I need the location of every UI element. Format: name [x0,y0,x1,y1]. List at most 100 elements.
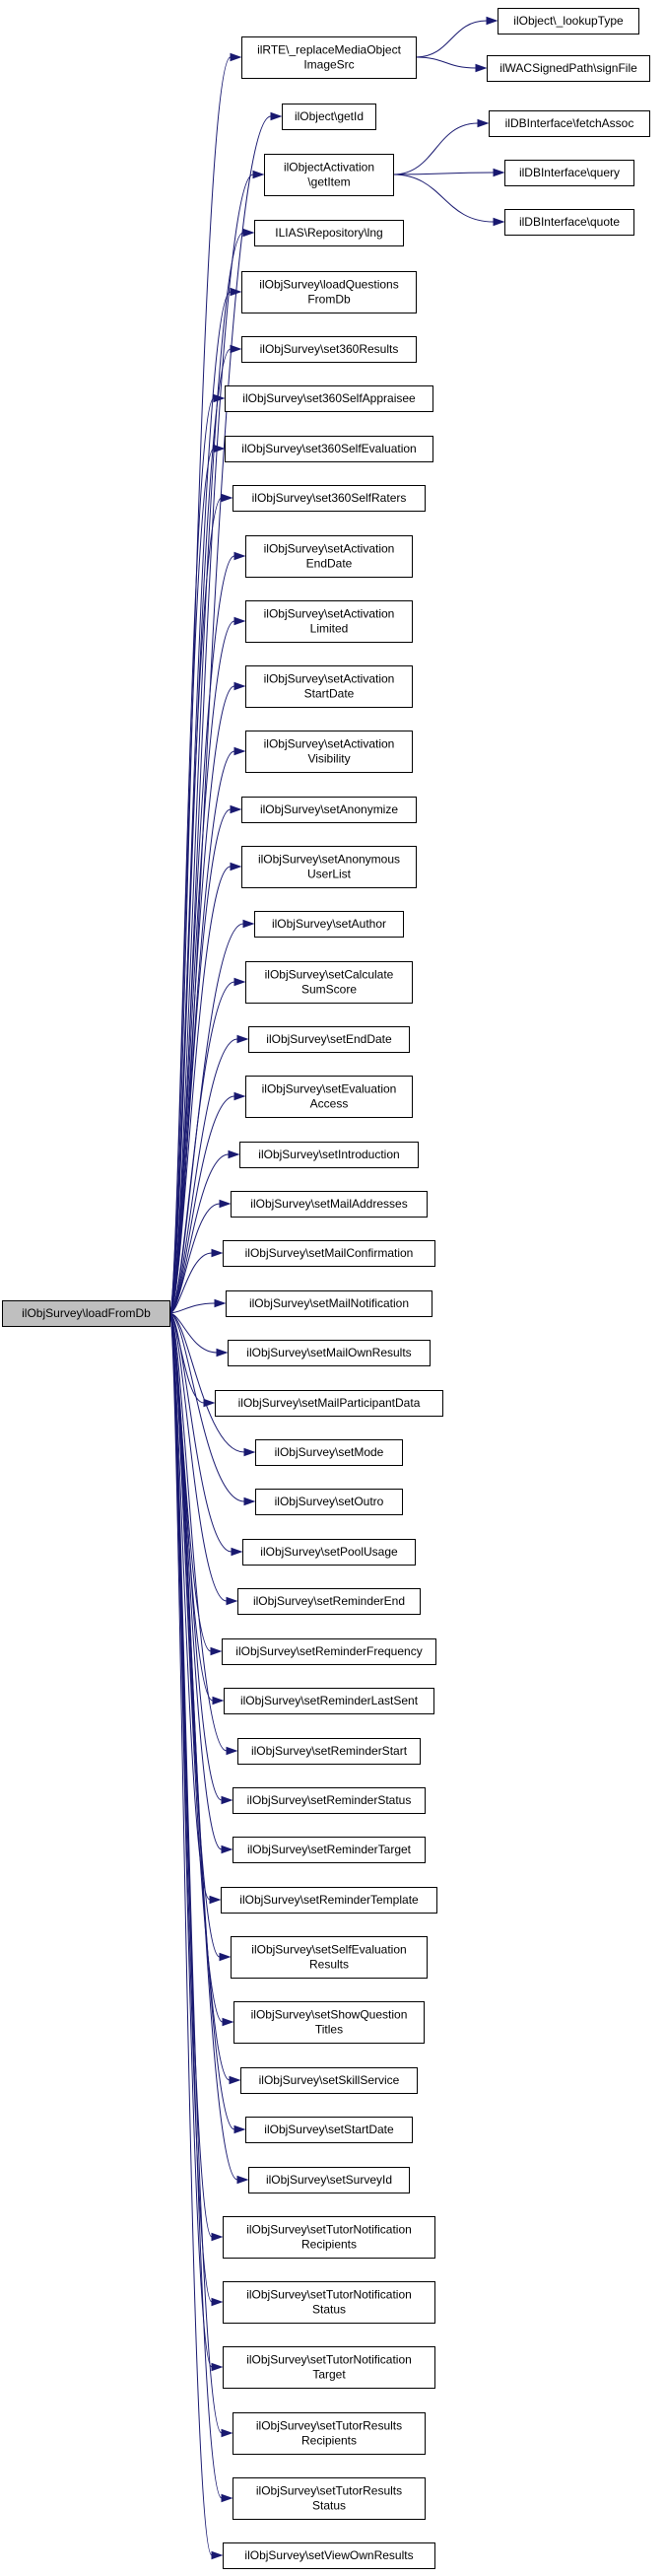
node-ilobjsurvey-setmailaddresses[interactable]: ilObjSurvey\setMailAddresses [231,1191,428,1218]
edge-n1-to-n1b [415,56,488,73]
node-box [223,2346,435,2389]
node-ilobjsurvey-setstartdate[interactable]: ilObjSurvey\setStartDate [245,2117,413,2143]
node-ilobjsurvey-setenddate[interactable]: ilObjSurvey\setEndDate [248,1026,410,1053]
node-ilobjsurvey-setsurveyid[interactable]: ilObjSurvey\setSurveyId [248,2167,410,2193]
node-box [245,600,413,643]
edge-n3-to-n3a [392,118,490,175]
node-ilobjsurvey-setpoolusage[interactable]: ilObjSurvey\setPoolUsage [242,1539,416,1566]
node-label-line: Visibility [307,752,350,766]
node-label-line: ImageSrc [303,58,354,72]
node-box [221,1887,437,1914]
node-ildbinterface-query[interactable]: ilDBInterface\query [504,160,634,186]
edge-line [168,1312,231,2081]
node-ilobjsurvey-setanonymize[interactable]: ilObjSurvey\setAnonymize [241,797,417,823]
node-ilobject-lookuptype[interactable]: ilObject\_lookupType [498,8,639,35]
edge-r-to-n9 [168,493,233,1314]
edge-line [168,1312,213,2556]
node-ilwacsignedpath-signfile[interactable]: ilWACSignedPath\signFile [487,55,650,82]
node-label-line: ilRTE\_replaceMediaObject [257,43,402,57]
node-ilobjsurvey-setreminderstart[interactable]: ilObjSurvey\setReminderStart [237,1738,421,1765]
node-ilobjsurvey-set360selfevaluation[interactable]: ilObjSurvey\set360SelfEvaluation [225,436,433,462]
node-box [239,1142,419,1168]
node-ilobjsurvey-setreminderfrequency[interactable]: ilObjSurvey\setReminderFrequency [222,1638,436,1665]
node-box [255,1489,403,1515]
node-label-line: ilObjSurvey\setEndDate [266,1032,392,1046]
node-ilobjsurvey-setmailconfirmation[interactable]: ilObjSurvey\setMailConfirmation [223,1240,435,1267]
arrowhead-icon [221,2428,233,2438]
node-ilobjsurvey-setremindertemplate[interactable]: ilObjSurvey\setReminderTemplate [221,1887,437,1914]
node-box [240,2067,418,2094]
node-ilobjsurvey-setskillservice[interactable]: ilObjSurvey\setSkillService [240,2067,418,2094]
node-label-line: ilObjSurvey\set360SelfEvaluation [241,442,416,455]
edge-line [168,1312,235,2130]
node-ilobjsurvey-setauthor[interactable]: ilObjSurvey\setAuthor [254,911,404,938]
node-label-line: ilObjSurvey\setActivation [264,542,395,556]
node-ilobjsurvey-setremindertarget[interactable]: ilObjSurvey\setReminderTarget [233,1837,426,1863]
arrowhead-icon [252,170,265,179]
node-ilobjsurvey-setreminderstatus[interactable]: ilObjSurvey\setReminderStatus [233,1787,426,1814]
edge-line [168,1252,213,1314]
node-box [245,731,413,773]
arrowhead-icon [211,1248,224,1258]
node-label-line: FromDb [307,293,351,307]
node-label-line: ilObjSurvey\setTutorResults [256,2419,402,2433]
node-label-line: ilObjSurvey\setCalculate [265,968,394,982]
node-ilobjsurvey-setoutro[interactable]: ilObjSurvey\setOutro [255,1489,403,1515]
node-ildbinterface-fetchassoc[interactable]: ilDBInterface\fetchAssoc [489,110,650,137]
node-box [245,1076,413,1118]
node-label-line: ilObjSurvey\setTutorNotification [246,2353,412,2367]
node-ilobjsurvey-setreminderlastsent[interactable]: ilObjSurvey\setReminderLastSent [224,1688,434,1714]
node-ilobjsurvey-setmailnotification[interactable]: ilObjSurvey\setMailNotification [226,1290,432,1317]
node-ilobjsurvey-set360selfappraisee[interactable]: ilObjSurvey\set360SelfAppraisee [225,385,433,412]
node-box [255,1439,403,1466]
edge-r-to-n39 [168,1312,246,2134]
arrowhead-icon [221,2493,233,2503]
node-box [264,154,394,196]
node-ilobjsurvey-settutornotification-recipients[interactable]: ilObjSurvey\setTutorNotificationRecipien… [223,2216,435,2259]
node-box [245,2117,413,2143]
node-label-line: Status [312,2499,346,2513]
node-ilobjectactivation-getitem[interactable]: ilObjectActivation\getItem [264,154,394,196]
arrowhead-icon [219,1199,232,1209]
arrowhead-icon [243,1447,256,1457]
node-ilobjsurvey-setviewownresults[interactable]: ilObjSurvey\setViewOwnResults [223,2542,435,2569]
node-ilias-repository-lng[interactable]: ILIAS\Repository\lng [254,220,404,246]
node-ilobjsurvey-setmode[interactable]: ilObjSurvey\setMode [255,1439,403,1466]
node-ilobjsurvey-setmailparticipantdata[interactable]: ilObjSurvey\setMailParticipantData [215,1390,443,1417]
node-ilobjsurvey-setintroduction[interactable]: ilObjSurvey\setIntroduction [239,1142,419,1168]
node-label-line: Target [312,2368,346,2382]
edge-r-to-n15 [168,862,242,1314]
arrowhead-icon [226,1596,238,1606]
node-label-line: ilObjSurvey\setAnonymous [258,853,400,867]
node-label-line: ilObjectActivation [284,161,374,174]
node-ilobject-getid[interactable]: ilObject\getId [282,104,376,130]
edge-r-to-n22 [168,1248,224,1314]
arrowhead-icon [233,746,246,756]
node-ilobjsurvey-set360selfraters[interactable]: ilObjSurvey\set360SelfRaters [233,485,426,512]
node-ilobjsurvey-setreminderend[interactable]: ilObjSurvey\setReminderEnd [237,1588,421,1615]
arrowhead-icon [226,1746,238,1756]
node-box [242,1539,416,1566]
edge-line [168,497,223,1314]
arrowhead-icon [210,1646,223,1656]
node-ilobjsurvey-set360results[interactable]: ilObjSurvey\set360Results [241,336,417,363]
node-ilobjsurvey-setmailownresults[interactable]: ilObjSurvey\setMailOwnResults [228,1340,431,1366]
node-box [237,1588,421,1615]
node-ildbinterface-quote[interactable]: ilDBInterface\quote [504,209,634,236]
edge-r-to-n37 [168,1312,234,2027]
